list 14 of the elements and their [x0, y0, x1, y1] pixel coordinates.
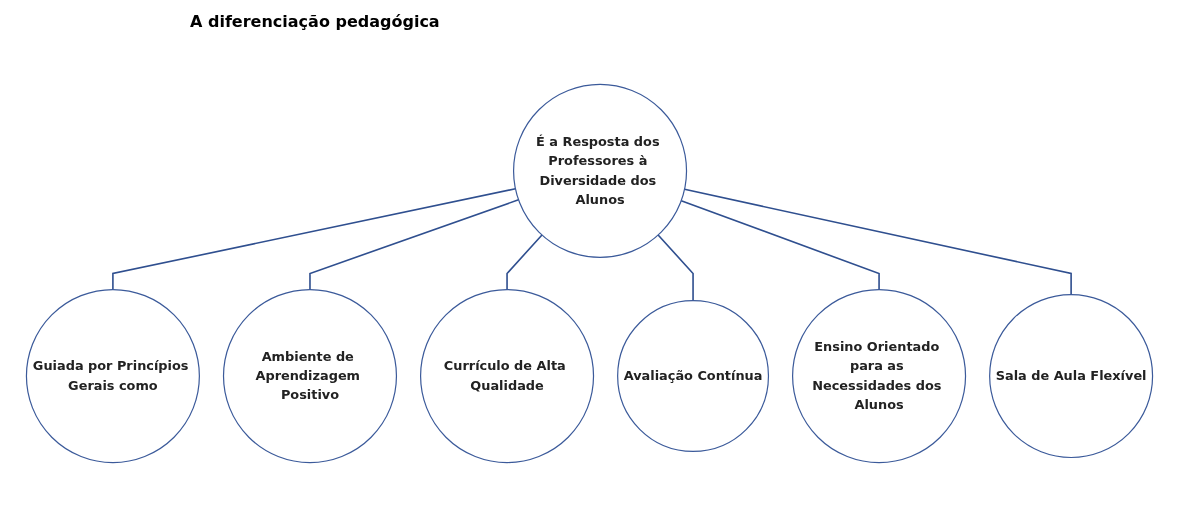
- connector: [309, 198, 520, 291]
- node-circle: Sala de Aula Flexível: [989, 294, 1154, 459]
- node-circle: Ensino Orientado para as Necessidades dos Alunos: [792, 289, 967, 464]
- node-circle: Guiada por Princípios Gerais como: [25, 289, 200, 464]
- connector: [506, 234, 543, 291]
- connector: [683, 188, 1072, 296]
- connector: [680, 199, 880, 291]
- connector: [112, 187, 517, 291]
- node-circle: Avaliação Contínua: [617, 300, 770, 453]
- diagram-title: A diferenciação pedagógica: [190, 12, 441, 31]
- node-circle: Ambiente de Aprendizagem Positivo: [222, 289, 398, 464]
- node-circle: Currículo de Alta Qualidade: [419, 289, 595, 464]
- node-circle: É a Resposta dos Professores à Diversidade dos Alunos: [512, 83, 688, 258]
- connector: [657, 234, 694, 302]
